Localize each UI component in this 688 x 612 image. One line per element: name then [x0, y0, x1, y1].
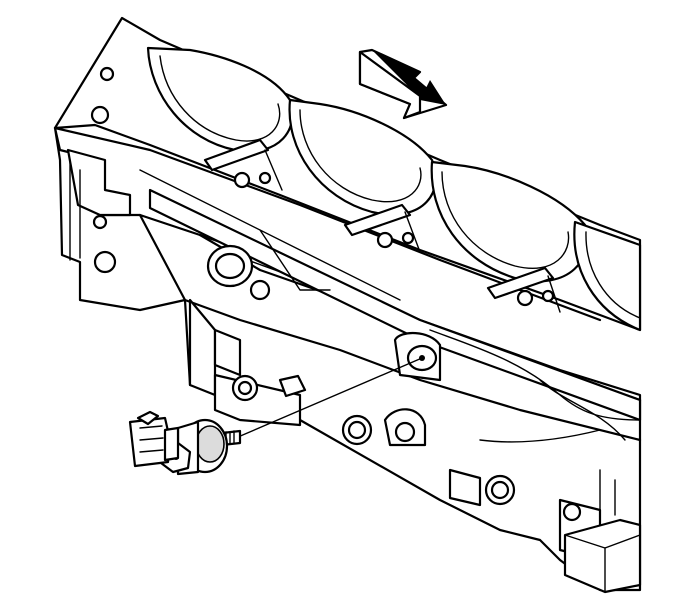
cylinder-bore-4 — [573, 220, 642, 332]
install-leader-line — [237, 357, 423, 438]
coolant-slots — [203, 138, 561, 313]
cylinder-bore-2 — [288, 98, 437, 216]
cylinder-bore-3 — [430, 160, 589, 283]
sensor-mounting-boss — [393, 332, 442, 382]
block-left-end — [53, 126, 187, 312]
harness-curves — [429, 329, 641, 443]
cylinder-bore-1 — [146, 46, 294, 153]
knock-sensor-icon — [159, 418, 242, 476]
direction-arrow-icon — [358, 48, 448, 120]
electrical-connector-icon — [128, 410, 180, 468]
lower-bracket-left — [188, 298, 307, 427]
skirt-bosses — [341, 408, 602, 562]
coolant-port-boss — [206, 244, 271, 301]
deck-bolt-holes — [90, 66, 555, 307]
lower-mount-block — [563, 469, 642, 594]
